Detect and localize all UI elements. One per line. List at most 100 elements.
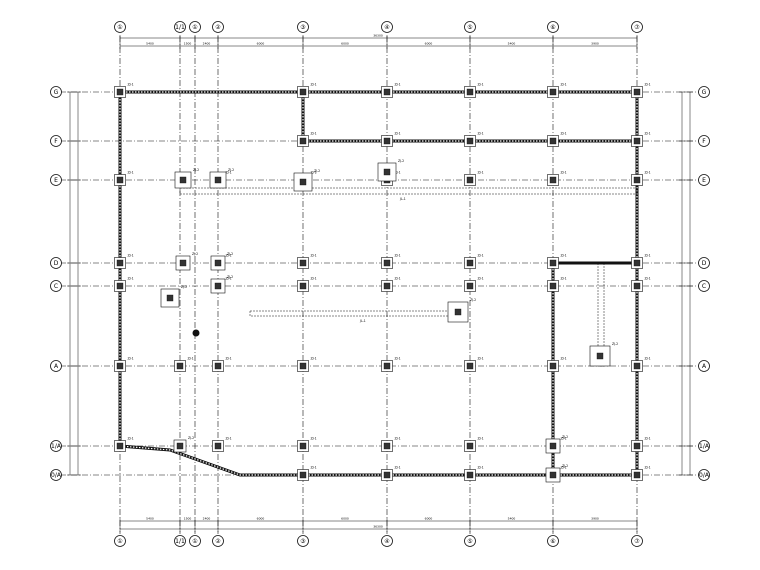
structural-column: ZJ-1 [547,83,567,98]
structural-column: ZJ-2 [210,275,233,294]
axis-label: ① [192,24,197,31]
top-dim-label: 6000 [341,42,349,46]
axis-bubble-x1-bottom: ① [114,535,126,547]
column-tag: ZJ-1 [645,254,651,258]
axis-bubble-x1b-top: ① [189,21,201,33]
axis-bubble-yE-right: E [698,174,710,186]
axis-label: F [54,138,58,145]
column-tag: ZJ-2 [228,168,234,172]
column-tag: ZJ-1 [395,357,401,361]
column-tag: ZJ-1 [561,132,567,136]
column-core [466,137,474,145]
axis-label: 1/A [51,443,62,450]
axis-bubble-yE-left: E [50,174,62,186]
axis-bubble-x1-top: ① [114,21,126,33]
column-core [116,88,124,96]
axis-bubble-yA0-right: 0/A [698,469,710,481]
structural-column: ZJ-1 [381,132,401,147]
axis-label: ④ [384,538,389,545]
structural-column: ZJ-1 [631,437,651,452]
column-tag: ZJ-1 [395,437,401,441]
axis-bubble-yA-left: A [50,360,62,372]
column-core [214,442,222,450]
column-tag: ZJ-1 [561,277,567,281]
top-dim-label: 5400 [508,42,516,46]
column-tag: ZJ-1 [395,254,401,258]
axis-label: ① [192,538,197,545]
structural-column: ZJ-1 [547,357,567,372]
top-dim-label: 3900 [591,42,599,46]
top-dim-label: 6000 [257,42,265,46]
structural-column: ZJ-1 [114,171,134,186]
bottom-dim-label: 5400 [508,517,516,521]
structural-column: ZJ-1 [114,254,134,269]
column-core [383,442,391,450]
axis-label: ⑦ [634,538,640,545]
column-tag: ZJ-1 [311,466,317,470]
column-core [549,471,557,479]
perimeter-walls [118,90,639,477]
column-tag: ZJ-1 [478,83,484,87]
column-core [466,259,474,267]
column-tag: ZJ-1 [128,437,134,441]
axis-bubble-x5-bottom: ⑤ [464,535,476,547]
column-core [549,259,557,267]
column-tag: ZJ-1 [561,171,567,175]
column-core [549,88,557,96]
structural-column: ZJ-1 [631,83,651,98]
bottom-dim-label: 3900 [591,517,599,521]
structural-column: ZJ-1 [297,254,317,269]
axis-bubble-x3-top: ③ [297,21,309,33]
structural-column: ZJ-1 [174,357,194,372]
column-tag: ZJ-1 [561,254,567,258]
axis-label: D [54,260,59,267]
structural-column: ZJ-2 [545,464,568,483]
top-total-label: 36300 [373,34,383,38]
axis-label: ④ [384,24,389,31]
axis-label: 0/A [699,472,710,479]
column-core [299,178,307,186]
axis-label: ① [117,24,122,31]
column-tag: ZJ-1 [645,83,651,87]
top-dim-label: 5400 [146,42,154,46]
structural-column: ZJ-1 [631,132,651,147]
column-tag: ZJ-1 [226,254,232,258]
axis-bubble-x3-bottom: ③ [297,535,309,547]
axis-label: 1/1 [175,538,185,545]
structural-column: ZJ-2 [447,298,476,323]
column-tag: ZJ-1 [311,132,317,136]
column-core [116,259,124,267]
column-tag: ZJ-2 [193,168,199,172]
column-tag: ZJ-1 [311,357,317,361]
beam-tag: JL-1 [399,197,406,201]
structural-column: ZJ-1 [547,132,567,147]
structural-column: ZJ-2 [173,436,194,453]
structural-column: ZJ-1 [297,357,317,372]
column-core [549,176,557,184]
structural-column: ZJ-1 [631,277,651,292]
structural-column: ZJ-1 [631,254,651,269]
structural-column: ZJ-2 [210,252,233,271]
column-tag: ZJ-1 [561,83,567,87]
column-core [633,259,641,267]
column-core [633,137,641,145]
bottom-dim-label: 6000 [425,517,433,521]
axis-bubble-yD-right: D [698,257,710,269]
structural-column: ZJ-1 [297,83,317,98]
bottom-dim-label: 6000 [341,517,349,521]
axis-bubble-yC-left: C [50,280,62,292]
column-core [383,471,391,479]
column-core [466,442,474,450]
structural-column: ZJ-1 [547,277,567,292]
column-tag: ZJ-1 [561,466,567,470]
column-core [179,259,187,267]
column-tag: ZJ-1 [226,171,232,175]
column-tag: ZJ-2 [470,298,476,302]
column-core [633,282,641,290]
column-core [116,362,124,370]
structural-column: ZJ-1 [212,437,232,452]
axis-label: ② [215,538,221,545]
axis-label: ③ [300,538,305,545]
